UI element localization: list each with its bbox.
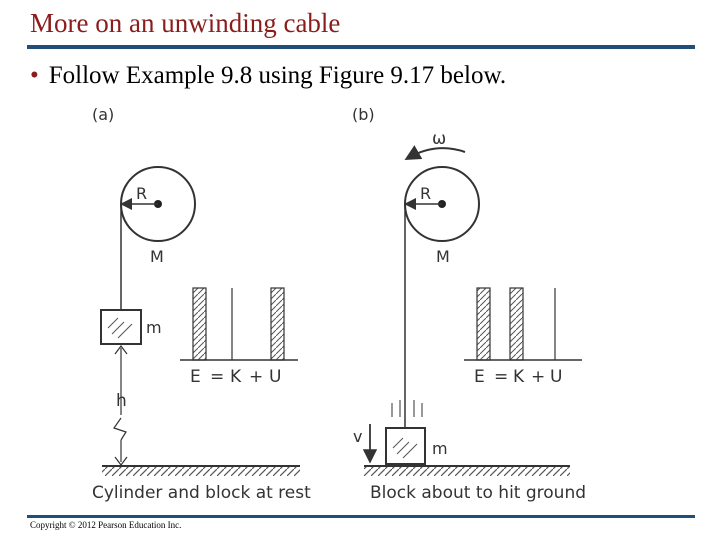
bullet-marker: •: [30, 62, 39, 89]
block-hatch-a: [107, 317, 133, 339]
energy-bars-a: E = K + U: [180, 287, 298, 387]
energy-bar-kinetic-b: [509, 287, 524, 361]
energy-bars-b: E = K + U: [464, 287, 582, 387]
cylinder-mass-label-a: M: [150, 247, 164, 266]
copyright-notice: Copyright © 2012 Pearson Education Inc.: [30, 520, 182, 530]
rotation-arrow-b: [404, 145, 466, 160]
energy-bar-total-b: [476, 287, 491, 361]
bullet-text: Follow Example 9.8 using Figure 9.17 bel…: [48, 62, 507, 89]
cylinder-mass-label-b: M: [436, 247, 450, 266]
title-divider: [27, 45, 695, 49]
ground-hatch-b: [364, 467, 570, 476]
slide-title: More on an unwinding cable: [30, 8, 341, 38]
block-hatch-b: [392, 437, 418, 459]
energy-bar-total-a: [192, 287, 207, 361]
caption-a: Cylinder and block at rest: [92, 483, 311, 503]
radius-label-a: R: [136, 184, 147, 203]
panel-a-label: (a): [92, 105, 114, 124]
block-b: [385, 427, 426, 465]
velocity-label-b: v: [353, 427, 362, 446]
omega-label-b: ω: [432, 129, 446, 149]
ground-hatch-a: [102, 467, 300, 476]
height-break-a: [113, 417, 127, 441]
energy-e-label-b: E: [474, 367, 485, 387]
energy-bar-potential-a: [270, 287, 285, 361]
radius-label-b: R: [420, 184, 431, 203]
energy-plus-sign-a: +: [249, 367, 263, 387]
motion-lines-b: [391, 400, 423, 417]
block-a: [100, 309, 142, 345]
caption-b: Block about to hit ground: [370, 483, 586, 503]
energy-u-label-b: U: [550, 367, 562, 387]
energy-e-label-a: E: [190, 367, 201, 387]
footer-divider: [27, 515, 695, 518]
height-label-a: h: [116, 391, 127, 411]
energy-k-label-a: K: [230, 367, 242, 387]
panel-b: (b) ω R M m v E = K: [352, 105, 586, 503]
energy-u-label-a: U: [269, 367, 281, 387]
bullet-item: • Follow Example 9.8 using Figure 9.17 be…: [30, 62, 506, 90]
panel-a: (a) R M m h E = K +: [92, 105, 311, 503]
energy-eq-sign-a: =: [210, 367, 224, 387]
block-mass-label-a: m: [146, 318, 162, 337]
energy-eq-sign-b: =: [494, 367, 508, 387]
panel-b-label: (b): [352, 105, 375, 124]
energy-plus-sign-b: +: [531, 367, 545, 387]
energy-k-label-b: K: [513, 367, 525, 387]
height-arrow-top-a: [114, 345, 128, 355]
block-mass-label-b: m: [432, 439, 448, 458]
